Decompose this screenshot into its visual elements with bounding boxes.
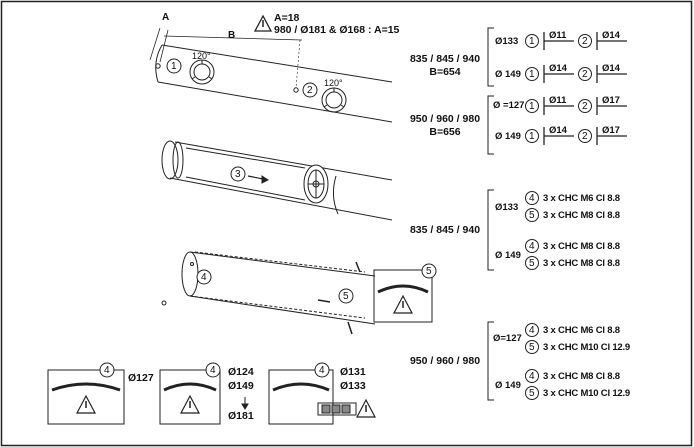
callout-1: 1 xyxy=(171,61,177,72)
section2-b-value: B=656 xyxy=(429,126,461,138)
box2-dia-a: Ø124 xyxy=(228,366,254,378)
angle-label-1: 120° xyxy=(192,51,211,61)
s3g1-c4: 4 xyxy=(529,193,535,204)
s2r1-d2: Ø17 xyxy=(602,95,620,106)
callout-4-bottom-a: 4 xyxy=(104,365,110,376)
s2r2-c1: 1 xyxy=(529,131,535,142)
s1r2-d1: Ø14 xyxy=(549,63,567,74)
s2r1-c1: 1 xyxy=(529,101,535,112)
s1r1-d2: Ø14 xyxy=(602,30,620,41)
s2r2-c2: 2 xyxy=(582,131,588,142)
warning-line-2: 980 / Ø181 & Ø168 : A=15 xyxy=(274,24,400,36)
section3-g1-s4: 3 x CHC M6 Cl 8.8 xyxy=(543,193,620,204)
s2r1-c2: 2 xyxy=(582,101,588,112)
bottom-callouts xyxy=(47,369,376,425)
s4g2-c5: 5 xyxy=(529,388,535,399)
warning-line-1: A=18 xyxy=(274,12,300,24)
box2-dia-b: Ø149 xyxy=(228,380,254,392)
dimension-b-label: B xyxy=(228,30,236,41)
number-circles xyxy=(99,34,592,400)
section3-g2-s4: 3 x CHC M8 Cl 8.8 xyxy=(543,241,620,252)
section4-g2-dia: Ø 149 xyxy=(495,380,521,391)
section3-g1-s5: 3 x CHC M8 Cl 8.8 xyxy=(543,210,620,221)
section4-g1-s5: 3 x CHC M10 Cl 12.9 xyxy=(543,342,631,353)
box3-dia-a: Ø131 xyxy=(340,366,366,378)
tube-3-drawing xyxy=(161,251,433,335)
callout-4-bottom-c: 4 xyxy=(319,365,325,376)
section2-row1-dia: Ø =127 xyxy=(493,100,525,111)
tube-2-drawing xyxy=(161,140,393,221)
tube-1-drawing xyxy=(149,27,393,123)
section2-row2-dia: Ø 149 xyxy=(495,131,521,142)
callout-5-box: 5 xyxy=(426,266,432,277)
header-warning-icon xyxy=(253,14,273,32)
dimension-a-label: A xyxy=(162,12,170,23)
section1-b-value: B=654 xyxy=(429,66,461,78)
section1-row1-dia: Ø133 xyxy=(495,36,519,47)
section4-g2-s5: 3 x CHC M10 Cl 12.9 xyxy=(543,388,631,399)
s2r1-d1: Ø11 xyxy=(549,95,567,106)
s3g1-c5: 5 xyxy=(529,210,535,221)
box2-dia-c: Ø181 xyxy=(228,410,254,422)
bolt-icons xyxy=(543,32,627,145)
s3g2-c4: 4 xyxy=(529,241,535,252)
s1r1-c2: 2 xyxy=(582,36,588,47)
callout-3: 3 xyxy=(235,169,241,180)
section4-g1-dia: Ø=127 xyxy=(493,333,522,344)
section3-model: 835 / 845 / 940 xyxy=(409,224,481,236)
callout-4: 4 xyxy=(201,272,207,283)
section4-model: 950 / 960 / 980 xyxy=(409,355,481,367)
section3-g2-s5: 3 x CHC M8 Cl 8.8 xyxy=(543,258,620,269)
spec-brackets xyxy=(487,27,494,401)
s1r2-c1: 1 xyxy=(529,69,535,80)
callout-5: 5 xyxy=(343,291,349,302)
s1r1-d1: Ø11 xyxy=(549,30,567,41)
section4-g1-s4: 3 x CHC M6 Cl 8.8 xyxy=(543,325,620,336)
section4-g2-s4: 3 x CHC M8 Cl 8.8 xyxy=(543,371,620,382)
s4g1-c4: 4 xyxy=(529,325,535,336)
section1-model: 835 / 845 / 940 xyxy=(409,53,481,65)
callout-2: 2 xyxy=(307,85,313,96)
box3-dia-b: Ø133 xyxy=(340,380,366,392)
box1-dia: Ø127 xyxy=(128,372,154,384)
s1r2-d2: Ø14 xyxy=(602,63,620,74)
s1r2-c2: 2 xyxy=(582,69,588,80)
callout-4-bottom-b: 4 xyxy=(210,365,216,376)
section2-model: 950 / 960 / 980 xyxy=(409,113,481,125)
s1r1-c1: 1 xyxy=(529,36,535,47)
section3-g1-dia: Ø133 xyxy=(495,202,519,213)
s3g2-c5: 5 xyxy=(529,258,535,269)
angle-label-2: 120° xyxy=(324,78,343,88)
section1-row2-dia: Ø 149 xyxy=(495,69,521,80)
s4g2-c4: 4 xyxy=(529,371,535,382)
s2r2-d2: Ø17 xyxy=(602,125,620,136)
s4g1-c5: 5 xyxy=(529,342,535,353)
section3-g2-dia: Ø 149 xyxy=(495,250,521,261)
s2r2-d1: Ø14 xyxy=(549,125,567,136)
